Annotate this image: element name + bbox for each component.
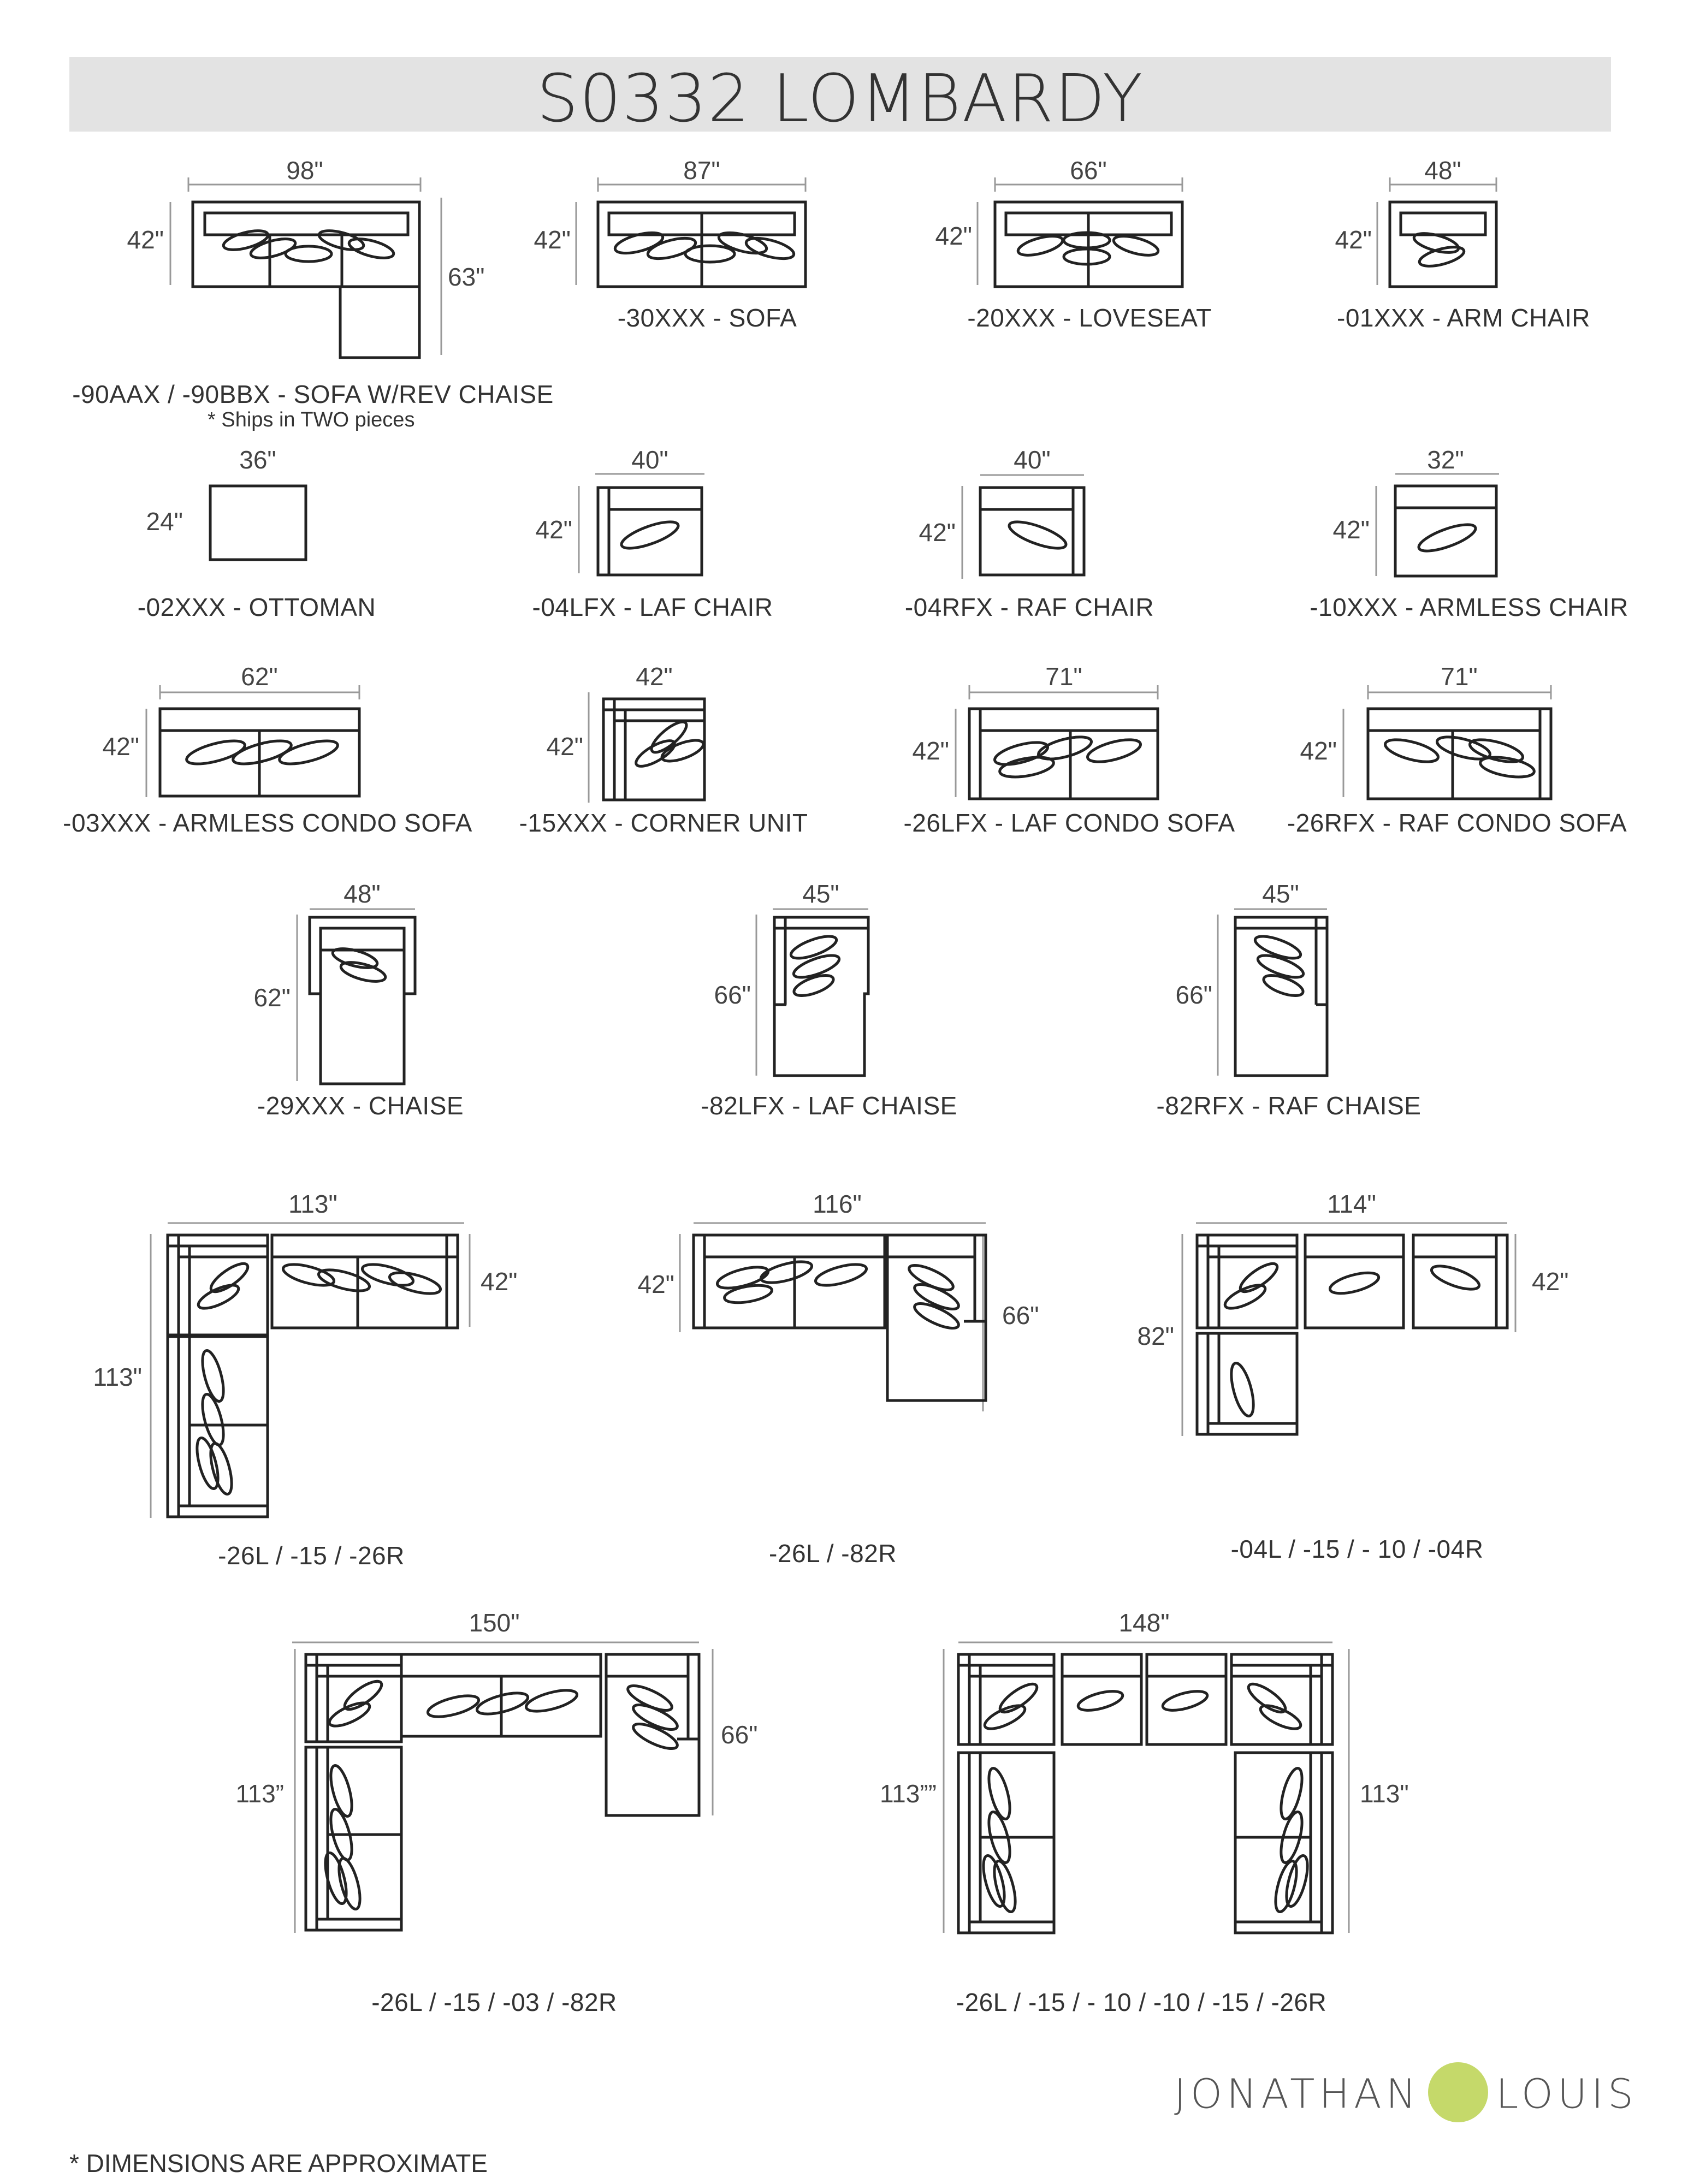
dim-extra: 113" [1360, 1779, 1409, 1808]
item-label: -26L / -82R [769, 1539, 897, 1568]
item-label: -02XXX - OTTOMAN [137, 593, 376, 621]
dim-width: 150" [469, 1609, 520, 1637]
dim-width: 87" [683, 156, 720, 185]
dim-extra: 113" [93, 1363, 142, 1391]
item-label: -04L / -15 / - 10 / -04R [1230, 1535, 1484, 1563]
dim-depth: 42" [546, 732, 584, 761]
dim-width: 98" [286, 156, 323, 185]
item-label: -26L / -15 / -03 / -82R [371, 1988, 617, 2016]
item-label: -03XXX - ARMLESS CONDO SOFA [63, 809, 472, 837]
dim-extra: 82" [1137, 1322, 1175, 1350]
dim-width: 71" [1441, 662, 1478, 691]
dim-depth: 42" [1532, 1267, 1569, 1296]
dim-depth: 42" [919, 518, 956, 547]
item-label: -26LFX - LAF CONDO SOFA [903, 809, 1235, 837]
dim-depth: 42" [535, 515, 573, 544]
dim-depth: 42" [935, 222, 973, 250]
dim-width: 116" [813, 1190, 862, 1218]
dim-extra: 113” [235, 1779, 284, 1808]
dim-width: 114" [1327, 1190, 1376, 1218]
dim-extra: 63" [448, 263, 485, 291]
dim-extra: 66" [1002, 1301, 1039, 1330]
item-label: -82RFX - RAF CHAISE [1156, 1091, 1422, 1120]
dim-depth: 42" [102, 732, 140, 761]
item-label: -26RFX - RAF CONDO SOFA [1287, 809, 1627, 837]
item-label: -26L / -15 / -26R [218, 1541, 405, 1570]
dim-width: 40" [631, 446, 668, 474]
dim-width: 48" [343, 880, 381, 908]
page-title: S0332 LOMBARDY [536, 61, 1144, 137]
dim-depth: 42" [637, 1270, 675, 1298]
dim-depth: 62" [253, 983, 291, 1012]
dim-depth: 42" [1335, 225, 1372, 254]
dim-depth: 66" [1175, 981, 1213, 1009]
dim-width: 66" [1070, 156, 1107, 185]
dim-depth: 66" [714, 981, 751, 1009]
item-label: -82LFX - LAF CHAISE [701, 1091, 957, 1120]
item-label: -15XXX - CORNER UNIT [519, 809, 808, 837]
dim-depth: 66" [721, 1720, 758, 1749]
dim-width: 36" [239, 446, 276, 474]
dim-width: 40" [1014, 446, 1051, 474]
dim-width: 113" [288, 1190, 337, 1218]
dim-width: 148" [1118, 1609, 1170, 1637]
item-label: -26L / -15 / - 10 / -10 / -15 / -26R [956, 1988, 1327, 2016]
dim-width: 62" [241, 662, 278, 691]
dim-width: 45" [802, 880, 839, 908]
pieces [158, 200, 1553, 1934]
dim-depth: 42" [912, 737, 950, 765]
footer-note: * DIMENSIONS ARE APPROXIMATE [69, 2149, 488, 2177]
dim-width: 32" [1427, 446, 1464, 474]
item-label: -01XXX - ARM CHAIR [1337, 304, 1590, 332]
dim-depth: 42" [127, 225, 164, 254]
item-label: -30XXX - SOFA [617, 304, 797, 332]
dimension-lines [145, 177, 1552, 1933]
item-label: -04LFX - LAF CHAIR [532, 593, 773, 621]
dim-width: 48" [1424, 156, 1461, 185]
dim-depth: 42" [534, 225, 571, 254]
dim-depth: 42" [481, 1267, 518, 1296]
dim-depth: 42" [1332, 515, 1370, 544]
dim-depth: 24" [146, 507, 183, 536]
brand-mark-icon [1428, 2062, 1489, 2122]
item-label: -04RFX - RAF CHAIR [904, 593, 1154, 621]
dim-depth: 42" [1300, 737, 1337, 765]
item-label: -29XXX - CHAISE [257, 1091, 464, 1120]
brand-logo: JONATHAN LOUIS [1174, 2062, 1638, 2127]
dim-width: 71" [1045, 662, 1082, 691]
ships-note: * Ships in TWO pieces [208, 408, 415, 431]
item-label: -90AAX / -90BBX - SOFA W/REV CHAISE [72, 380, 554, 408]
dim-width: 42" [636, 662, 673, 691]
dim-width: 45" [1262, 880, 1299, 908]
brand-left: JONATHAN [1174, 2070, 1421, 2118]
brand-right: LOUIS [1496, 2070, 1638, 2118]
dim-depth: 113”” [880, 1779, 937, 1808]
title-bar: S0332 LOMBARDY [69, 57, 1611, 137]
item-label: -20XXX - LOVESEAT [967, 304, 1212, 332]
item-label: -10XXX - ARMLESS CHAIR [1310, 593, 1628, 621]
